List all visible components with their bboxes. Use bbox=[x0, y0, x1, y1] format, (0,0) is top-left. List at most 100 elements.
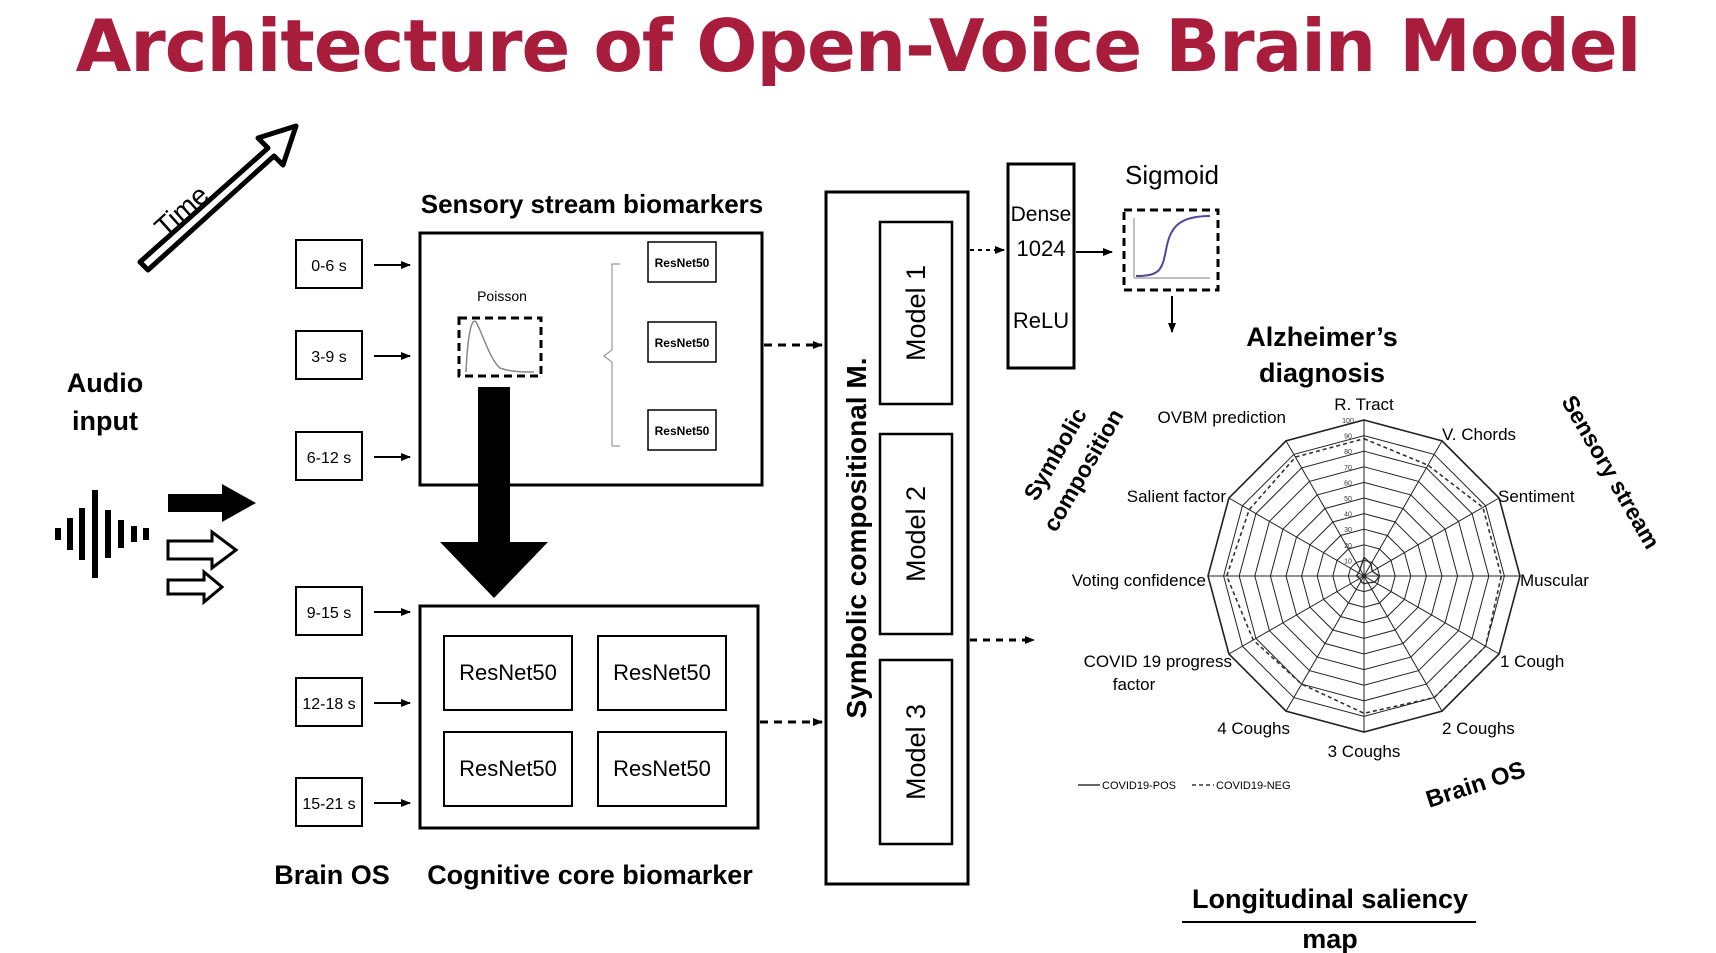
radar-tick-label: 50 bbox=[1344, 496, 1352, 503]
sensory-resnet-box bbox=[647, 409, 717, 451]
radar-tick-label: 20 bbox=[1344, 543, 1352, 550]
waveform-icon bbox=[55, 490, 149, 578]
model-list: Model 1 Model 2 Model 3 bbox=[878, 220, 954, 846]
time-window-label: 3-9 s bbox=[311, 349, 347, 366]
arrow-solid-icon bbox=[168, 484, 256, 522]
radar-tick-label: 40 bbox=[1344, 512, 1352, 519]
sensory-resnet-box bbox=[647, 241, 717, 283]
sigmoid-label: Sigmoid bbox=[1125, 160, 1219, 190]
audio-input-label-line1: Audio bbox=[67, 368, 143, 398]
time-window-box bbox=[295, 431, 363, 481]
poisson-label: Poisson bbox=[477, 288, 527, 304]
sigmoid-axes bbox=[1133, 218, 1210, 279]
radar-tick-label: 10 bbox=[1344, 558, 1352, 565]
radar-axis-label: Voting confidence bbox=[1072, 571, 1206, 590]
cognitive-resnet-box bbox=[443, 731, 573, 807]
diagnosis-label-line2: diagnosis bbox=[1259, 358, 1385, 388]
cognitive-resnet-box bbox=[597, 635, 727, 711]
radar-spoke bbox=[1285, 575, 1365, 712]
group-label-brain-os: Brain OS bbox=[1423, 756, 1529, 813]
cognitive-box bbox=[418, 604, 760, 830]
radar-spoke bbox=[1363, 497, 1500, 577]
sigmoid-plot bbox=[1122, 208, 1220, 292]
radar-spoke bbox=[1363, 440, 1443, 577]
page-title: Architecture of Open-Voice Brain Model bbox=[75, 4, 1642, 88]
radar-spoke bbox=[1363, 575, 1500, 655]
dense-units-label: 1024 bbox=[1017, 236, 1066, 261]
radar-series-covid19-pos bbox=[1355, 556, 1381, 585]
legend-label-neg: COVID19-NEG bbox=[1216, 780, 1291, 792]
poisson-curve bbox=[465, 320, 535, 373]
cognitive-resnet-box bbox=[443, 635, 573, 711]
symbolic-label: Symbolic compositional M. bbox=[841, 358, 872, 719]
radar-tick-label: 70 bbox=[1344, 465, 1352, 472]
model-label: Model 2 bbox=[901, 486, 931, 582]
symbolic-box bbox=[824, 190, 970, 886]
radar-axis-label: R. Tract bbox=[1334, 395, 1394, 414]
radar-legend: COVID19-POS COVID19-NEG bbox=[1078, 780, 1291, 792]
resnet-brace bbox=[603, 263, 620, 447]
sensory-resnet-label: ResNet50 bbox=[655, 256, 710, 270]
sensory-resnet-box bbox=[647, 321, 717, 363]
relu-label: ReLU bbox=[1013, 308, 1069, 333]
radar-axis-label: COVID 19 progress bbox=[1084, 652, 1232, 671]
radar-axis-label: Sentiment bbox=[1498, 487, 1575, 506]
time-window-label: 9-15 s bbox=[307, 605, 351, 622]
big-down-arrow bbox=[440, 387, 548, 598]
cognitive-resnet-label: ResNet50 bbox=[459, 756, 557, 781]
time-window-box bbox=[295, 777, 363, 827]
model-box bbox=[878, 220, 954, 406]
sigmoid-curve bbox=[1135, 215, 1211, 277]
sensory-resnet-label: ResNet50 bbox=[655, 336, 710, 350]
model-label: Model 1 bbox=[901, 265, 931, 361]
cognitive-resnet-label: ResNet50 bbox=[613, 660, 711, 685]
saliency-caption-line2: map bbox=[1302, 924, 1358, 953]
time-window-box bbox=[295, 677, 363, 727]
time-window-list: 0-6 s 3-9 s 6-12 s 9-15 s 12-18 s 15-21 s bbox=[295, 239, 411, 827]
radar-axis-label: Salient factor bbox=[1127, 487, 1227, 506]
model-label: Model 3 bbox=[901, 704, 931, 800]
cognitive-resnet-label: ResNet50 bbox=[613, 756, 711, 781]
radar-spoke bbox=[1228, 575, 1365, 655]
arrow-hollow-small-icon bbox=[166, 568, 225, 606]
radar-spoke bbox=[1285, 440, 1365, 577]
radar-tick-label: 80 bbox=[1344, 449, 1352, 456]
time-window-label: 12-18 s bbox=[302, 696, 355, 713]
sensory-box bbox=[418, 231, 764, 487]
radar-tick-label: 90 bbox=[1344, 434, 1352, 441]
radar-axis-label: 1 Cough bbox=[1500, 652, 1564, 671]
time-window-box bbox=[295, 239, 363, 289]
cognitive-heading: Cognitive core biomarker bbox=[427, 860, 753, 890]
legend-label-pos: COVID19-POS bbox=[1102, 780, 1176, 792]
time-arrow bbox=[137, 123, 299, 273]
audio-input-label-line2: input bbox=[72, 406, 138, 436]
time-window-box bbox=[295, 330, 363, 380]
sensory-resnet-label: ResNet50 bbox=[655, 424, 710, 438]
arrow-hollow-icon bbox=[166, 529, 239, 571]
radar-axis-label-extra: factor bbox=[1113, 675, 1156, 694]
radar-tick-label: 60 bbox=[1344, 480, 1352, 487]
radar-axis-label: 3 Coughs bbox=[1328, 742, 1401, 761]
radar-axis-label: V. Chords bbox=[1442, 425, 1516, 444]
model-box bbox=[878, 432, 954, 636]
time-window-label: 0-6 s bbox=[311, 258, 347, 275]
cognitive-resnet-label: ResNet50 bbox=[459, 660, 557, 685]
time-window-box bbox=[295, 586, 363, 636]
saliency-caption-line1: Longitudinal saliency bbox=[1192, 884, 1468, 914]
time-window-label: 6-12 s bbox=[307, 450, 351, 467]
dense-label: Dense bbox=[1011, 203, 1072, 226]
radar-spoke bbox=[1228, 497, 1365, 577]
radar-spoke bbox=[1363, 575, 1443, 712]
sensory-heading: Sensory stream biomarkers bbox=[421, 189, 764, 219]
radar-axis-label: 4 Coughs bbox=[1217, 719, 1290, 738]
brain-os-label: Brain OS bbox=[274, 860, 390, 890]
radar-axis-label: 2 Coughs bbox=[1442, 719, 1515, 738]
time-window-label: 15-21 s bbox=[302, 796, 355, 813]
model-box bbox=[878, 658, 954, 846]
radar-tick-label: 100 bbox=[1342, 418, 1354, 425]
dense-box bbox=[1006, 162, 1076, 370]
